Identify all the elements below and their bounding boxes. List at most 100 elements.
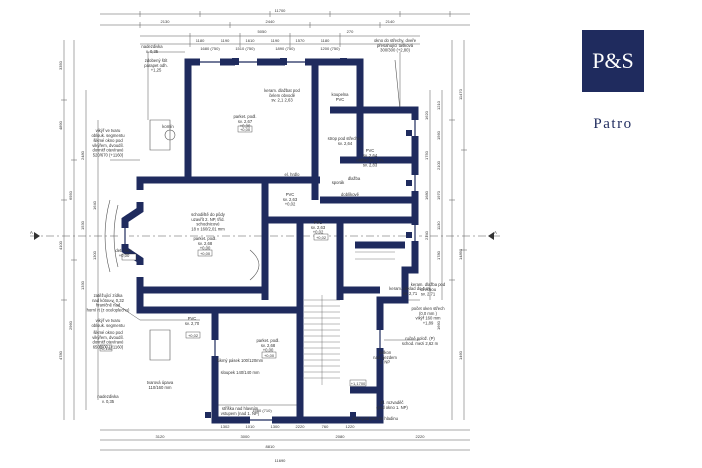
dim-left: 3350 bbox=[58, 60, 63, 70]
note-poloha-oken-line: (0,0 mm ) bbox=[419, 311, 438, 316]
dim-bottom: 1300 bbox=[271, 424, 281, 429]
room-schodiste-line: uzavřít 2. NP, tříd. bbox=[191, 217, 224, 222]
dim-top: 2140 bbox=[386, 19, 396, 24]
level-boxes bbox=[99, 125, 367, 387]
note-komin-line: komín bbox=[162, 124, 174, 129]
walls bbox=[121, 58, 419, 424]
dimension-ticks bbox=[61, 11, 467, 301]
note-zatezujici-line: zatěžující zídka bbox=[94, 293, 124, 298]
note-el-top-line: el. hrdlo bbox=[285, 172, 301, 177]
dim-right: 1970 bbox=[436, 190, 441, 200]
dim-top: 1570 bbox=[296, 38, 306, 43]
note-strisky-line: stříška nad hlavním bbox=[222, 406, 259, 411]
note-det-mez: det. mez.+0,00 bbox=[115, 248, 132, 258]
section-marker-left: A bbox=[30, 230, 33, 235]
dim-top: 1180 bbox=[321, 38, 330, 43]
dim-left: 2960 bbox=[68, 320, 73, 330]
note-nadezdivka-top-line: v. 0,35 bbox=[146, 49, 159, 54]
dim-bottom: 3000 bbox=[241, 434, 251, 439]
dim-top: 2440 bbox=[266, 19, 276, 24]
note-okno-vikyr-top-line: 520/670 (+1160) bbox=[93, 152, 124, 157]
room-pvc-right-line: sv. 2,64 bbox=[363, 153, 378, 158]
dim-bottom: 2220 bbox=[416, 434, 426, 439]
dim-overall-top: 11700 bbox=[275, 8, 287, 13]
room-koupelna-line: koupelna bbox=[332, 92, 350, 97]
dim-top-label: 1510 (750) bbox=[235, 46, 255, 51]
note-keram-right-top-line: keram. dlažba pod bbox=[411, 282, 446, 287]
dim-left: 1530 bbox=[80, 220, 85, 230]
room-pvc-left-line: +0,02 bbox=[285, 202, 296, 207]
room-pvc-bottom-left-line: sv. 2,70 bbox=[185, 321, 200, 326]
dim-right: 1460 bbox=[458, 350, 463, 360]
note-sporak-line: sporák bbox=[332, 180, 345, 185]
note-poloha-oken: počet oken střech(0,0 mm )vikýř 160 mm+1… bbox=[411, 306, 445, 325]
note-keram-right-top-line: střechou bbox=[420, 287, 437, 292]
dim-right: 1750 bbox=[424, 150, 429, 160]
note-parket-strecha-line: schod. mezi 2,62 m bbox=[402, 341, 439, 346]
note-dubl-line: doblíkově bbox=[341, 192, 360, 197]
room-pvc-left-line: PVC bbox=[286, 192, 295, 197]
brand-logo: P&S bbox=[582, 30, 644, 92]
room-balkon-line: balkon bbox=[379, 350, 392, 355]
note-okno-vikyr-bottom-line: dovnitř otevíravé bbox=[93, 340, 125, 345]
room-parket-bottom-line: sv. 2,68 bbox=[261, 343, 276, 348]
room-schodiste-line: 18 x 160/2,01 mm bbox=[191, 226, 225, 231]
room-pvc-left-line: sv. 2,63 bbox=[283, 197, 298, 202]
note-el-rozvadec: El. rozvaděč(pod okno 1. NP) bbox=[376, 400, 408, 410]
room-pvc-right-line: sv. 2,83 bbox=[363, 162, 378, 167]
note-strop-pod-strechou-line: sv. 2,64 bbox=[338, 141, 353, 146]
dim-overall-bottom: 11690 bbox=[275, 458, 287, 463]
room-keram-top-line: keram. dlažbat pod bbox=[264, 88, 300, 93]
note-poloha-oken-line: počet oken střech bbox=[411, 306, 445, 311]
dim-left: 1330 bbox=[80, 280, 85, 290]
dim-bottom: 2220 bbox=[296, 424, 306, 429]
section-marker bbox=[34, 232, 494, 240]
level-marker: +0,00 bbox=[240, 127, 251, 132]
dim-bottom: 1302 bbox=[221, 424, 231, 429]
room-parket-large: parket. podl.sv. 2,67 +0,00 bbox=[233, 114, 256, 129]
level-marker: +2,100 bbox=[100, 346, 113, 351]
dim-top: 270 bbox=[347, 29, 354, 34]
note-okno-vikyr-top-line: dovnitř otevíravé bbox=[93, 148, 125, 153]
note-el-rozvadec-line: El. rozvaděč bbox=[380, 400, 403, 405]
dim-right: 1680 bbox=[424, 190, 429, 200]
note-tvarova-upava-line: 110/160 mm bbox=[149, 385, 172, 390]
note-okno-strechy-line: okno do střechy, dveře bbox=[374, 38, 417, 43]
note-strop-pod-strechou-line: strop pod střechou bbox=[328, 136, 363, 141]
dim-left: 1300 bbox=[92, 250, 97, 260]
floor-plan-drawing: 11700 11690 2130 2440 2140 5050 270 1180… bbox=[30, 8, 500, 463]
note-zdobeny-stit-line: zdobený štít bbox=[145, 58, 168, 63]
room-parket-large-line: parket. podl. bbox=[233, 114, 256, 119]
dim-top: 1190 bbox=[271, 38, 280, 43]
dim-right: 1780 bbox=[436, 250, 441, 260]
room-pvc-center-line: sv. 2,63 bbox=[311, 225, 326, 230]
room-balkon-line: nad vjezdem bbox=[373, 355, 397, 360]
dim-top: 2130 bbox=[161, 19, 171, 24]
dim-right: 1660 bbox=[436, 320, 441, 330]
note-dubl: doblíkově bbox=[341, 192, 360, 197]
side-dimension-texts: 3350 4890 6950 4100 2480 1530 1330 4780 … bbox=[58, 60, 463, 360]
dim-left: 4780 bbox=[58, 350, 63, 360]
room-pvc-right-line: PVC bbox=[366, 148, 375, 153]
room-pvc-right-line: obklad do 1 m, bbox=[356, 158, 383, 163]
brand-logo-text: P&S bbox=[592, 48, 634, 73]
room-keram-right-line: sv. 2,71 bbox=[403, 291, 418, 296]
note-det-mez-line: +0,00 bbox=[119, 253, 130, 258]
floor-plan: 11700 11690 2130 2440 2140 5050 270 1180… bbox=[30, 8, 500, 463]
note-sloupek: sloupek 140/140 mm bbox=[221, 370, 260, 375]
room-parket-bottom-line: parket. podl. bbox=[256, 338, 279, 343]
room-keram-top-line: čelem obvodě bbox=[269, 93, 296, 98]
room-parket-large-line: sv. 2,67 bbox=[238, 119, 253, 124]
note-okno-vikyr-bottom-line: vikýřem, dvoudíl. bbox=[92, 335, 123, 340]
note-zdobeny-stit-line: +1,25 bbox=[151, 68, 162, 73]
room-keram-right: keram. obklad do 1 m,sv. 2,71 bbox=[389, 286, 430, 296]
